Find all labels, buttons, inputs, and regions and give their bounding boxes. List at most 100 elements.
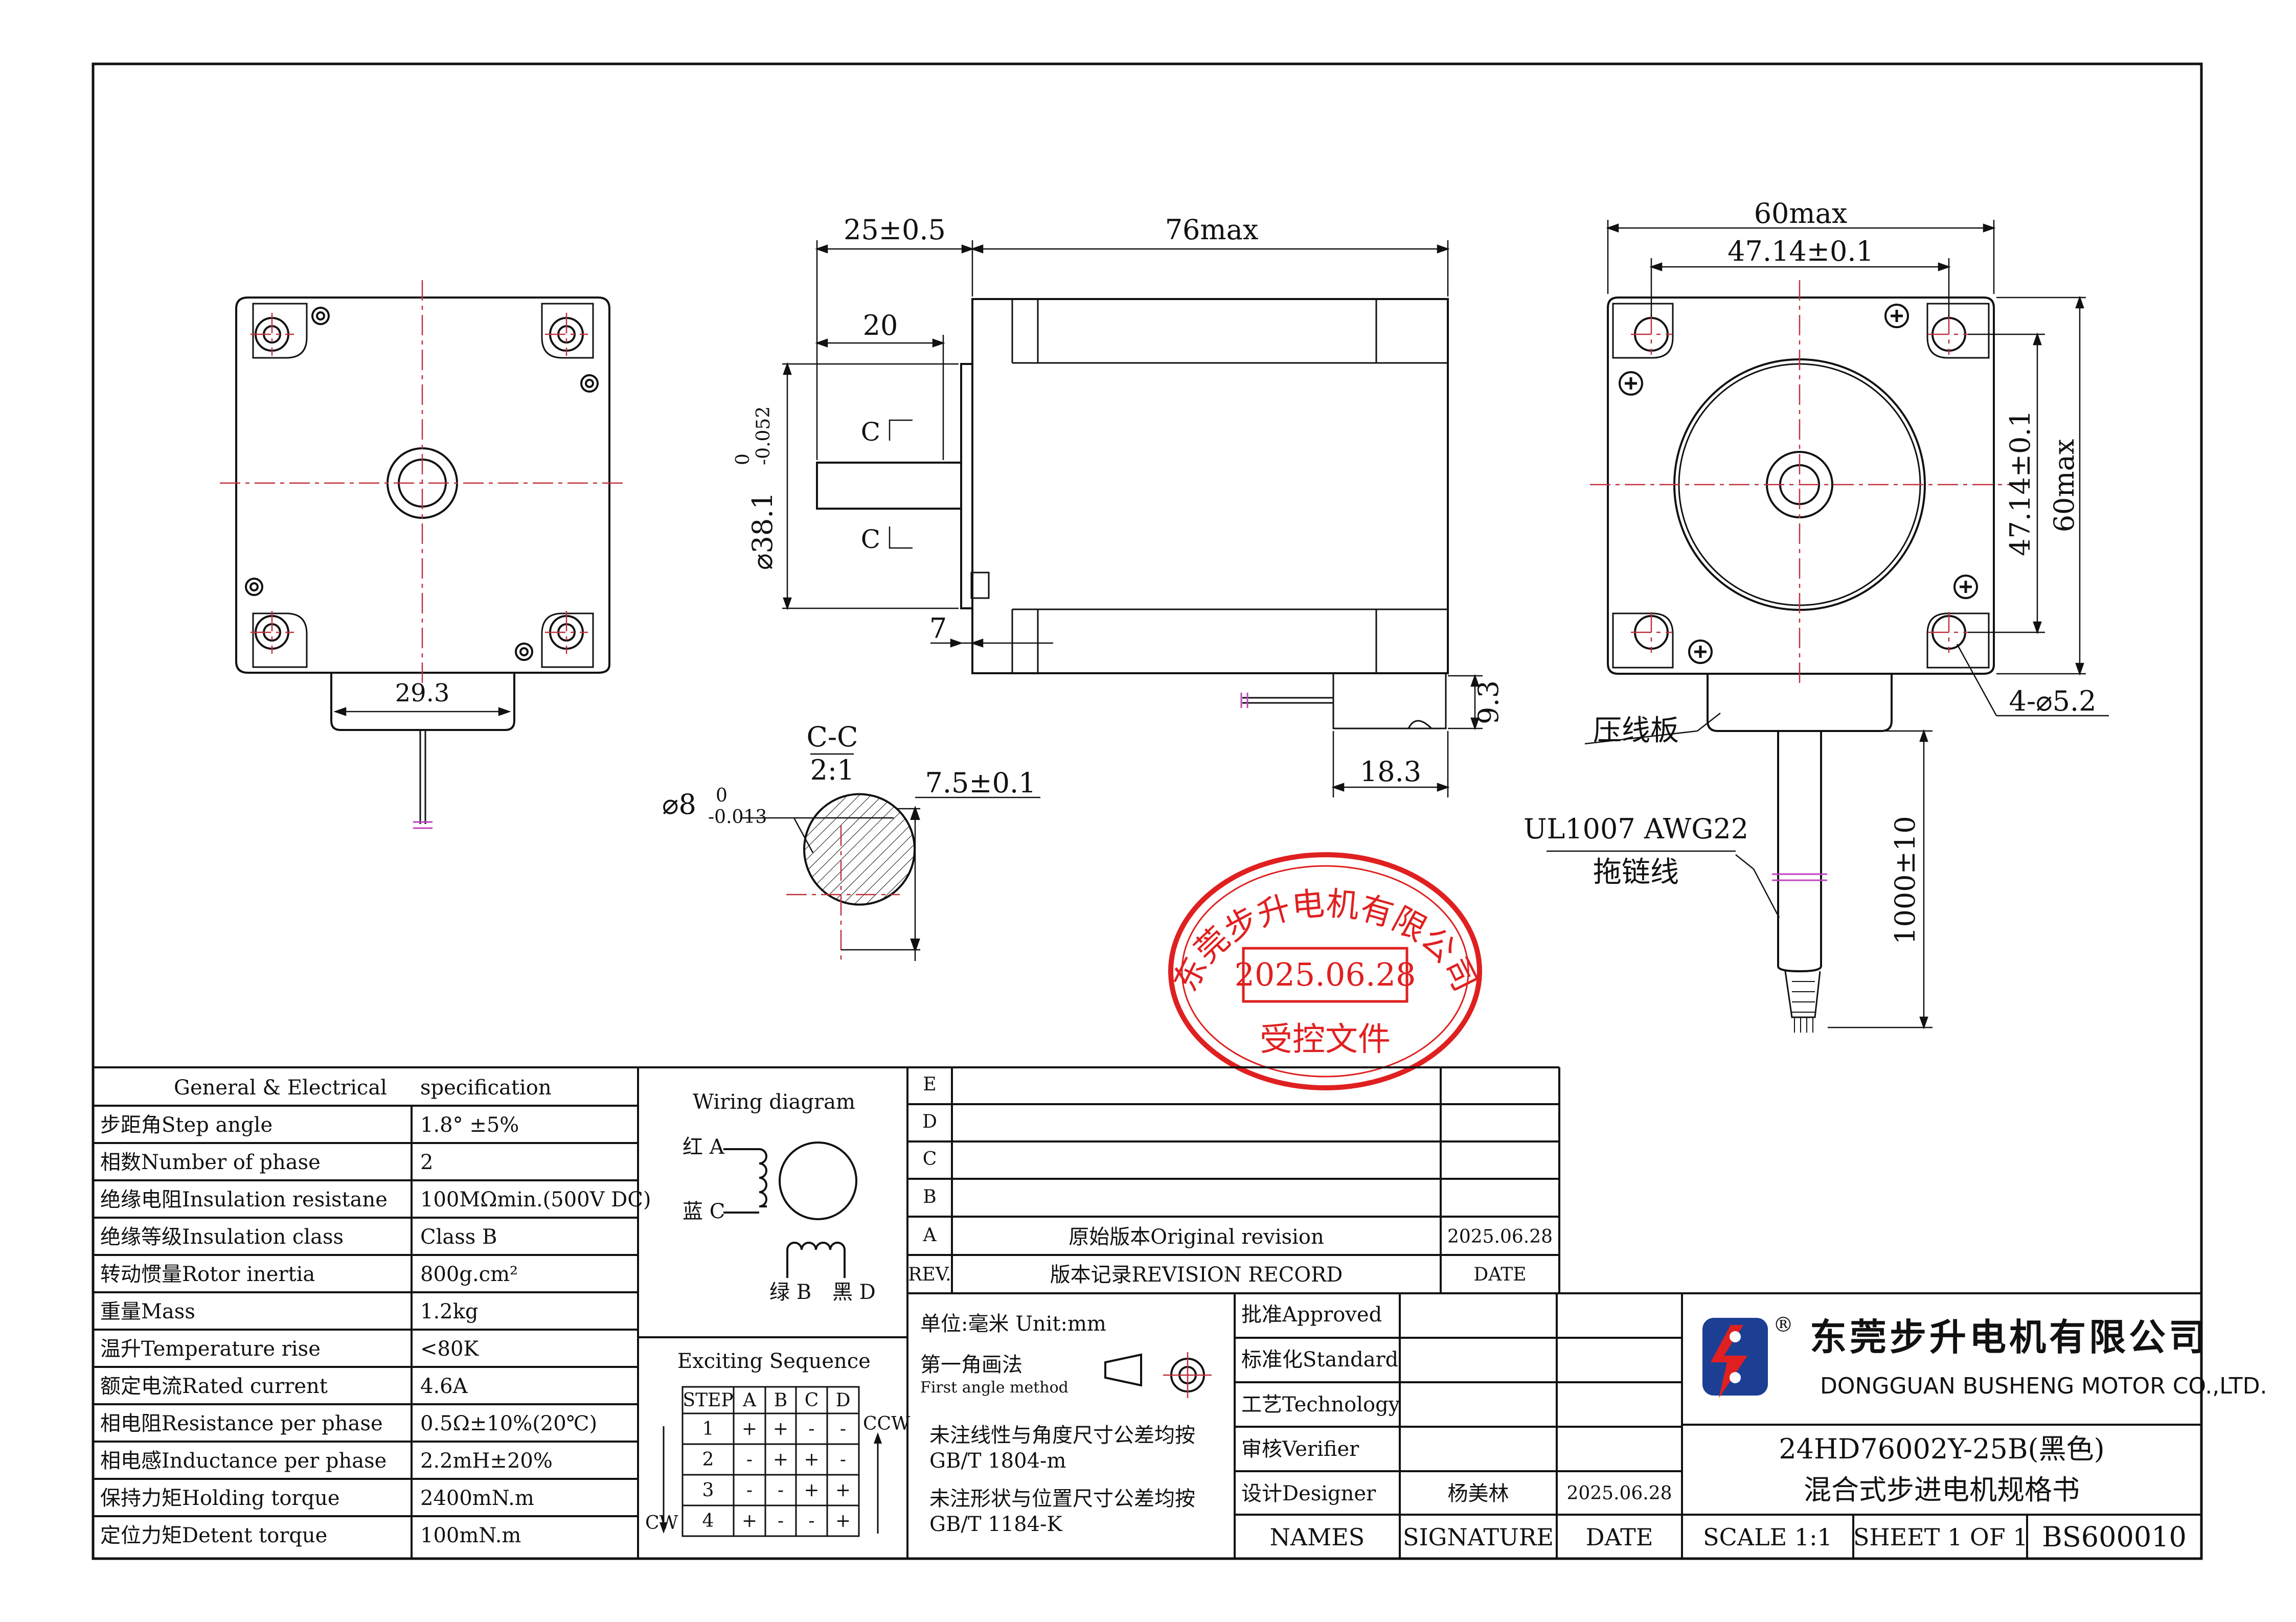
revision-record-label: 版本记录REVISION RECORD	[1050, 1263, 1343, 1287]
sequence-cell: -	[746, 1480, 753, 1501]
spec-row-label-en: Insulation class	[182, 1225, 344, 1249]
spec-row-label-en: Inductance per phase	[162, 1449, 387, 1473]
spec-row-label-cn: 额定电流	[100, 1375, 182, 1398]
verifier-label: 审核Verifier	[1241, 1437, 1359, 1461]
sheet-label: SHEET 1 OF 1	[1853, 1523, 2028, 1551]
sequence-cell: 4	[702, 1511, 714, 1532]
spec-row-label-cn: 绝缘等级	[100, 1225, 182, 1249]
model-number: 24HD76002Y-25B(黑色)	[1779, 1433, 2105, 1465]
stamp-label: 受控文件	[1260, 1021, 1391, 1059]
dim-18-3: 18.3	[1360, 756, 1421, 788]
revision-letter: C	[922, 1149, 937, 1170]
drawing-frame	[92, 62, 2203, 1560]
cable-type-label: 拖链线	[1593, 856, 1679, 889]
spec-row-label: 定位力矩Detent torque	[100, 1525, 327, 1546]
svg-text:-0.052: -0.052	[753, 406, 774, 465]
spec-row-label-en: Mass	[141, 1300, 195, 1323]
spec-row-value: <80K	[420, 1337, 479, 1361]
spec-row-label: 绝缘等级Insulation class	[100, 1227, 344, 1247]
sequence-cell: -	[839, 1419, 847, 1440]
spec-row-label: 额定电流Rated current	[100, 1376, 328, 1397]
svg-text:0: 0	[716, 785, 728, 806]
spec-row-label-en: Temperature rise	[141, 1337, 321, 1361]
sequence-header-cell: A	[743, 1390, 756, 1411]
document-title: 混合式步进电机规格书	[1804, 1474, 2080, 1506]
control-stamp: 东莞步升电机有限公司 2025.06.28 受控文件	[1167, 852, 1484, 1090]
right-centerlines	[1590, 280, 2012, 688]
stamp-date: 2025.06.28	[1235, 956, 1416, 993]
wiring-green: 绿 B	[769, 1281, 812, 1304]
dim-7-5: 7.5±0.1	[925, 767, 1036, 799]
revision-letter: E	[923, 1074, 937, 1095]
spec-row-label-cn: 温升	[100, 1337, 141, 1361]
dim-4714-side: 47.14±0.1	[2004, 410, 2036, 556]
company-name-en: DONGGUAN BUSHENG MOTOR CO.,LTD.	[1820, 1373, 2267, 1399]
spec-row-label: 相电感Inductance per phase	[100, 1451, 387, 1471]
wiring-title: Wiring diagram	[693, 1090, 855, 1114]
sequence-title: Exciting Sequence	[677, 1350, 871, 1373]
svg-text:9.3: 9.3	[1472, 680, 1505, 724]
dim-25: 25±0.5	[844, 214, 946, 246]
spec-row-label-cn: 绝缘电阻	[100, 1188, 182, 1212]
front-dimension-29-3	[333, 707, 511, 716]
cw-arrow	[660, 1522, 668, 1534]
document-number: BS600010	[2042, 1521, 2187, 1553]
spec-row-value: 4.6A	[420, 1375, 468, 1398]
names-header: NAMES	[1269, 1523, 1365, 1551]
dim-4714-top: 47.14±0.1	[1727, 235, 1874, 267]
wiring-blue: 蓝 C	[683, 1200, 725, 1223]
sequence-cell: -	[808, 1511, 815, 1532]
note2-cn: 未注形状与位置尺寸公差均按	[929, 1487, 1195, 1511]
sequence-cell: -	[839, 1449, 847, 1470]
company-name-cn: 东莞步升电机有限公司	[1810, 1315, 2209, 1359]
right-cable-marks	[1772, 873, 1827, 881]
spec-row-label-en: Holding torque	[182, 1487, 340, 1510]
dim-76: 76max	[1165, 214, 1259, 246]
designer-date: 2025.06.28	[1566, 1483, 1672, 1504]
table-grid	[93, 1066, 2201, 1559]
spec-row-label-cn: 转动惯量	[100, 1263, 182, 1286]
spec-row-label: 绝缘电阻Insulation resistane	[100, 1190, 388, 1210]
cable-spec-label: UL1007 AWG22	[1524, 813, 1748, 845]
note2-std: GB/T 1184-K	[929, 1513, 1062, 1536]
wiring-black: 黑 D	[832, 1281, 876, 1304]
svg-text:60max: 60max	[2048, 439, 2080, 533]
spec-row-value: 2.2mH±20%	[420, 1449, 553, 1473]
ccw-arrow	[874, 1432, 882, 1444]
date-header: DATE	[1585, 1523, 1653, 1551]
ccw-label: CCW	[863, 1413, 911, 1434]
unit-note: 单位:毫米 Unit:mm	[920, 1312, 1106, 1336]
approved-label: 批准Approved	[1241, 1303, 1382, 1327]
shaft-diameter-label: ⌀38.1 0 -0.052	[733, 406, 779, 570]
sequence-header-cell: C	[804, 1390, 819, 1411]
svg-text:⌀38.1: ⌀38.1	[746, 492, 779, 570]
spec-row-label-cn: 重量	[100, 1300, 141, 1323]
sequence-cell: 2	[702, 1449, 714, 1470]
spec-row-label-en: Detent torque	[182, 1524, 328, 1547]
section-title: C-C	[807, 721, 858, 753]
spec-row-label: 温升Temperature rise	[100, 1339, 321, 1359]
length-label: 1000±10	[1889, 816, 1921, 944]
spec-row-value: 0.5Ω±10%(20℃)	[420, 1412, 598, 1435]
front-cable-marks	[413, 821, 433, 829]
sequence-header-cell: D	[835, 1390, 851, 1411]
first-angle-symbol	[1104, 1352, 1212, 1398]
scale-label: SCALE 1:1	[1703, 1523, 1832, 1551]
sequence-cell: +	[804, 1480, 820, 1501]
spec-row-label: 相电阻Resistance per phase	[100, 1413, 383, 1434]
revision-letter: A	[923, 1225, 937, 1246]
spec-row-label: 步距角Step angle	[100, 1115, 272, 1135]
section-scale: 2:1	[810, 754, 855, 786]
svg-text:47.14±0.1: 47.14±0.1	[2004, 410, 2036, 556]
svg-text:0: 0	[733, 453, 754, 465]
signature-header: SIGNATURE	[1402, 1523, 1554, 1551]
spec-row-label-cn: 定位力矩	[100, 1524, 182, 1547]
spec-header-left: General & Electrical	[174, 1076, 387, 1100]
spec-row-value: 1.8° ±5%	[420, 1113, 519, 1137]
sequence-cell: +	[772, 1419, 789, 1440]
spec-row-label-cn: 相数	[100, 1151, 141, 1174]
svg-text:⌀8: ⌀8	[662, 788, 696, 820]
sequence-cell: +	[835, 1511, 851, 1532]
